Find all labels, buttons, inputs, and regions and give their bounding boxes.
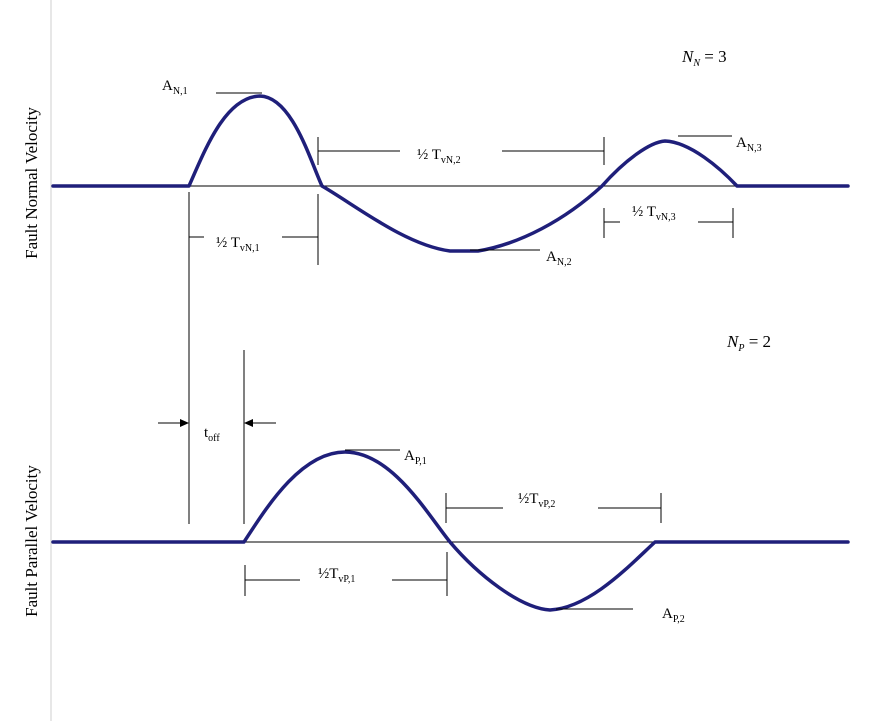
half-period-vn1-label: ½ TvN,1: [216, 235, 260, 254]
half-period-vp1-marker: [244, 552, 448, 596]
normal-pulse-count: NN = 3: [681, 47, 727, 69]
parallel-velocity-pulse: [51, 450, 850, 612]
half-period-vn1-marker: [189, 194, 319, 265]
half-period-vn2-marker: [317, 137, 605, 165]
amp-n3-label: AN,3: [736, 135, 762, 154]
normal-axis-title: Fault Normal Velocity: [22, 107, 41, 259]
normal-velocity-pulse: [51, 94, 850, 253]
amp-p1-label: AP,1: [404, 448, 427, 467]
amp-p2-label: AP,2: [662, 606, 685, 625]
half-period-vp1-label: ½TvP,1: [318, 566, 355, 585]
toff-arrowhead-left: [180, 419, 189, 427]
amp-n2-label: AN,2: [546, 249, 572, 268]
half-period-vp2-marker: [445, 493, 662, 523]
parallel-pulse-count: NP = 2: [726, 332, 771, 354]
half-period-vp2-label: ½TvP,2: [518, 491, 555, 510]
amp-n1-label: AN,1: [162, 78, 188, 97]
half-period-vn2-label: ½ TvN,2: [417, 147, 461, 166]
toff-arrowhead-right: [244, 419, 253, 427]
parallel-axis-title: Fault Parallel Velocity: [22, 465, 41, 617]
half-period-vn3-label: ½ TvN,3: [632, 204, 676, 223]
half-period-vn3-marker: [603, 208, 734, 238]
toff-label: toff: [204, 425, 220, 444]
